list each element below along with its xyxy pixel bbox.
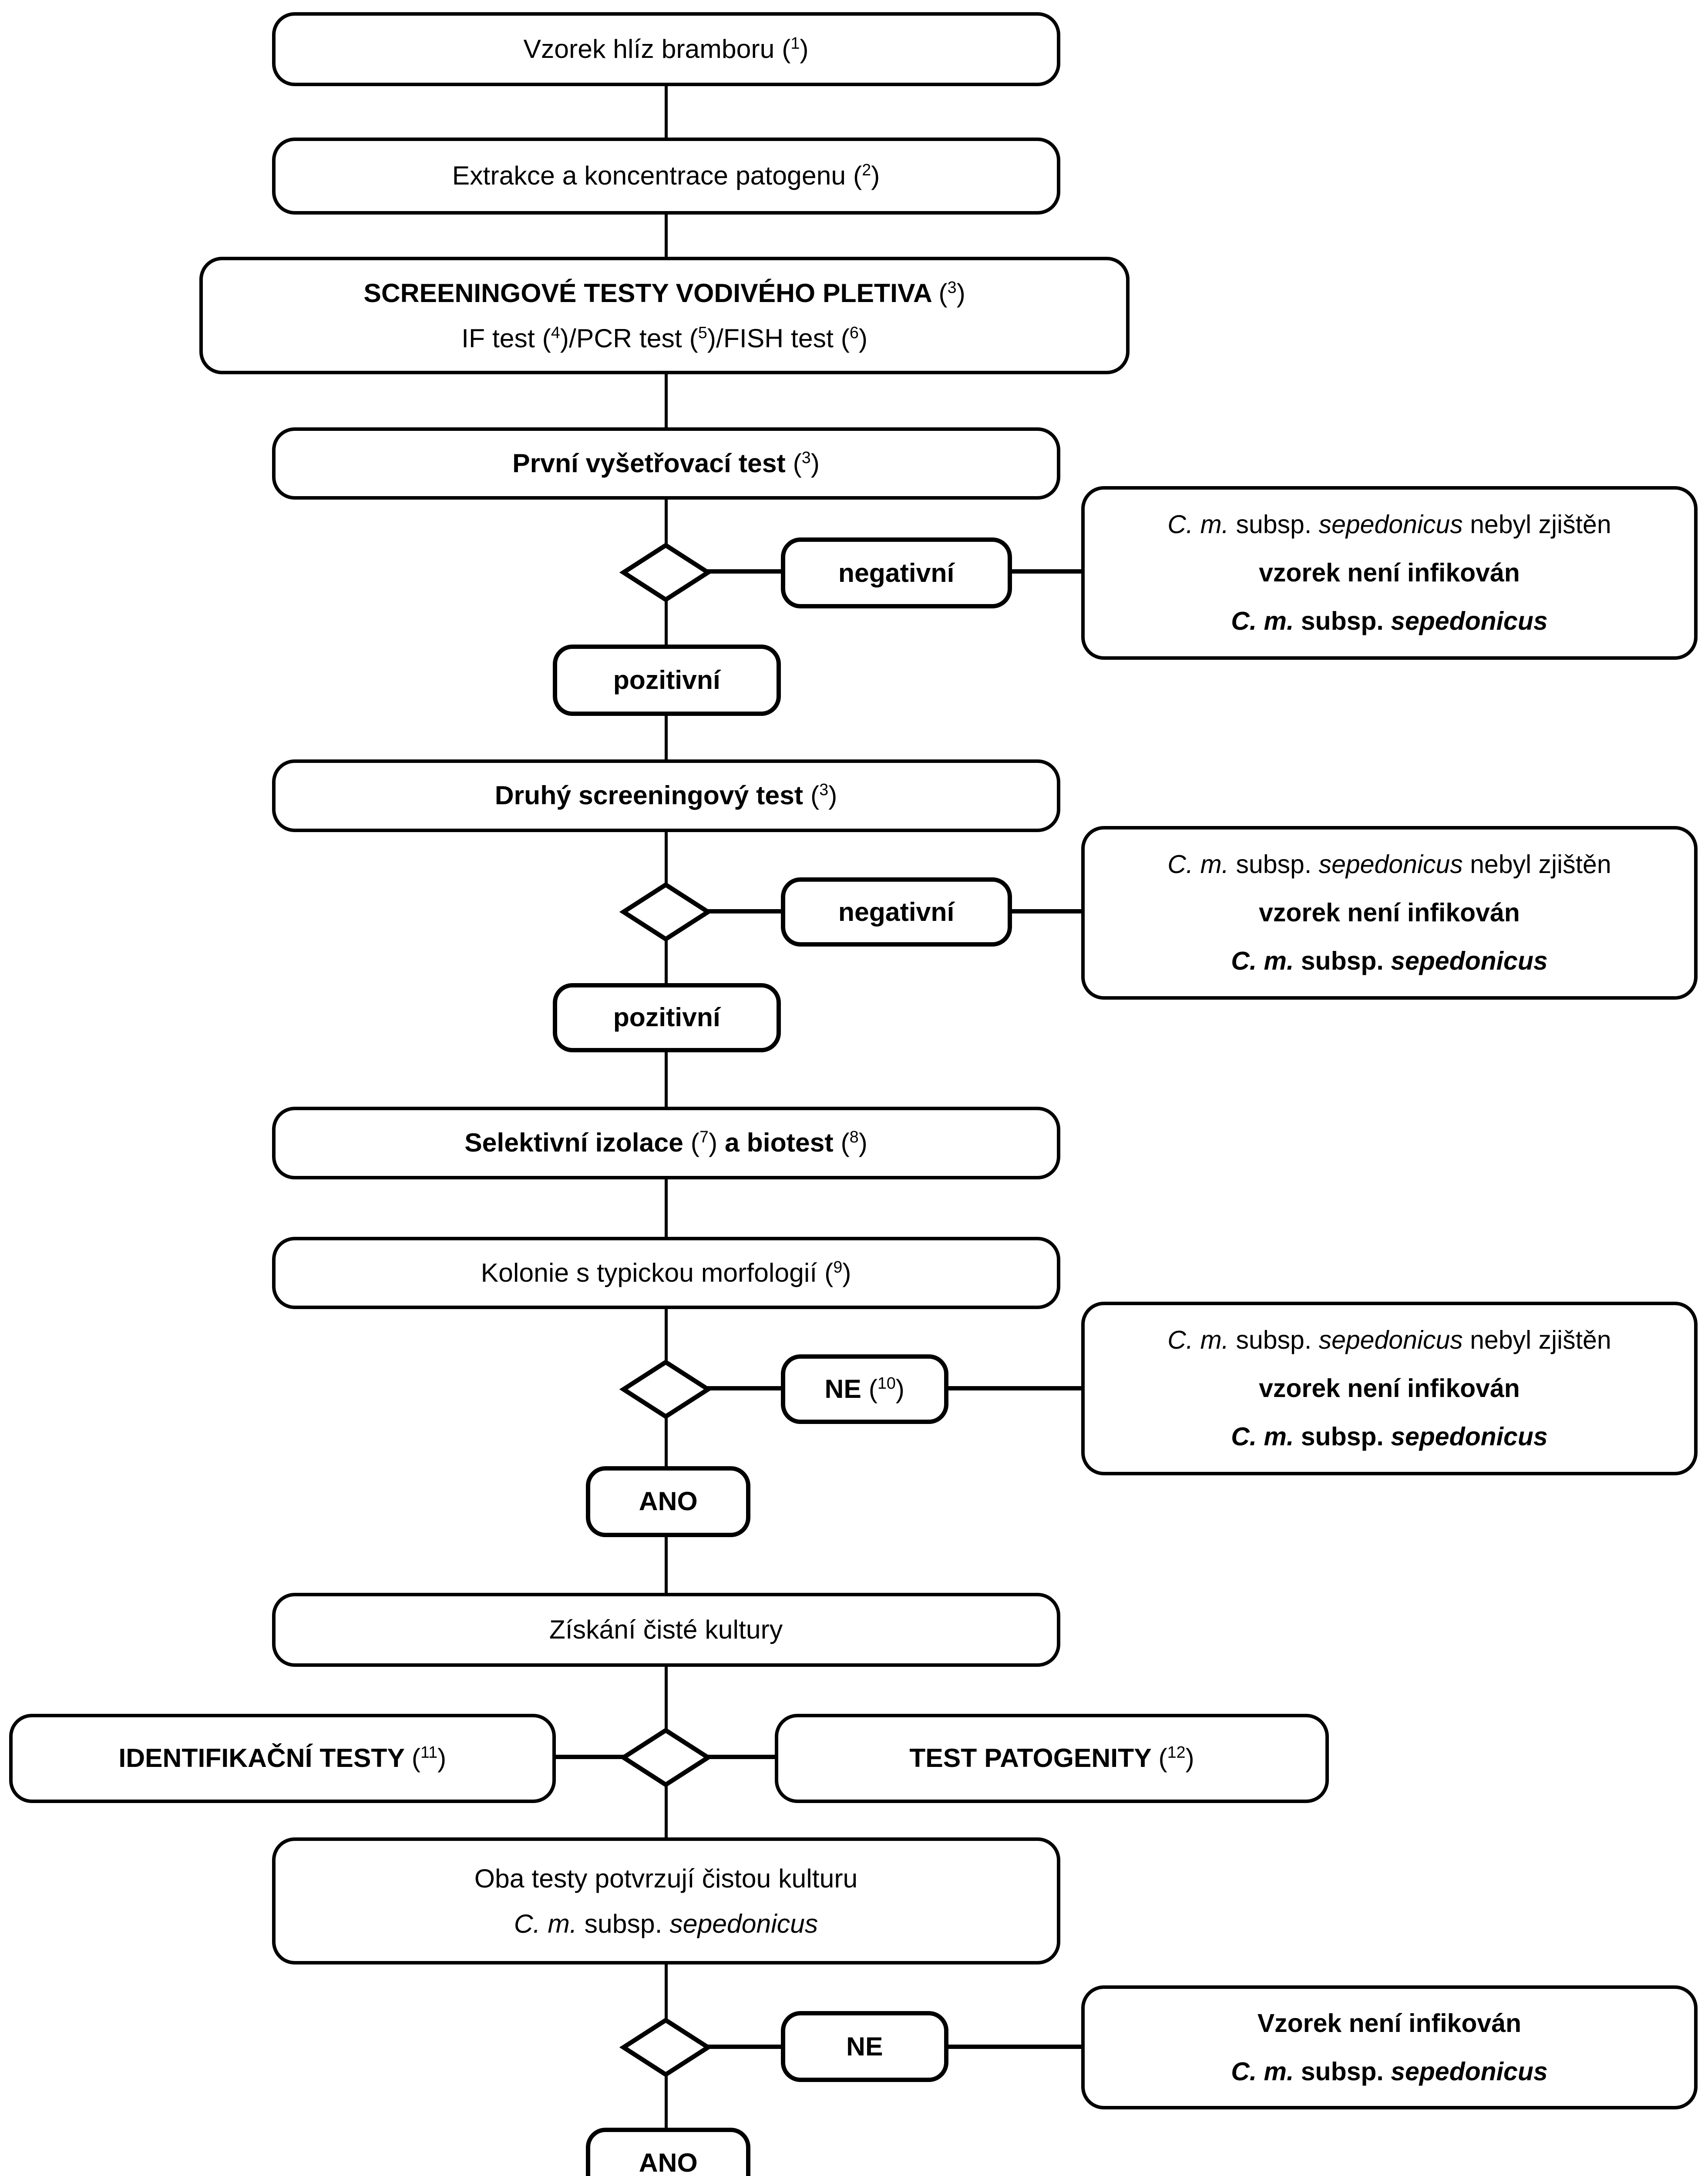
connector-line bbox=[664, 832, 668, 883]
result-box-not-infected: Vzorek není infikován C. m. subsp. seped… bbox=[1081, 1985, 1698, 2109]
connector-line bbox=[664, 1537, 668, 1593]
connector-line bbox=[664, 2075, 668, 2128]
connector-line bbox=[664, 939, 668, 983]
connector-line bbox=[664, 715, 668, 760]
decision-diamond-both-tests bbox=[619, 2018, 713, 2078]
second-test-box: Druhý screeningový test (3) bbox=[272, 759, 1060, 832]
positive-label-box-2: pozitivní bbox=[552, 983, 781, 1053]
pure-culture-box: Získání čisté kultury bbox=[272, 1593, 1060, 1667]
connector-line bbox=[948, 2044, 1082, 2049]
both-tests-confirm-box: Oba testy potvrzují čistou kulturu C. m.… bbox=[272, 1837, 1060, 1964]
connector-line bbox=[703, 2044, 781, 2049]
connector-line bbox=[664, 1667, 668, 1729]
yes-label-box-2: ANO bbox=[586, 2127, 751, 2176]
connector-line bbox=[1012, 909, 1082, 914]
connector-line bbox=[664, 599, 668, 645]
connector-line bbox=[703, 909, 781, 914]
connector-line bbox=[703, 1386, 781, 1391]
first-test-box: První vyšetřovací test (3) bbox=[272, 427, 1060, 500]
screening-tests-box: SCREENINGOVÉ TESTY VODIVÉHO PLETIVA (3) … bbox=[199, 256, 1130, 375]
connector-line bbox=[664, 1309, 668, 1360]
pathogenicity-test-box: TEST PATOGENITY (12) bbox=[774, 1713, 1329, 1803]
no-label-box-colonies: NE (10) bbox=[780, 1354, 948, 1424]
decision-diamond-second-test bbox=[619, 882, 713, 942]
connector-line bbox=[664, 1052, 668, 1107]
connector-line bbox=[706, 1754, 775, 1759]
connector-line bbox=[664, 214, 668, 257]
decision-diamond-colonies bbox=[619, 1359, 713, 1419]
negative-label-box-1: negativní bbox=[780, 537, 1012, 609]
extraction-box: Extrakce a koncentrace patogenu (2) bbox=[272, 137, 1060, 215]
connector-line bbox=[664, 1416, 668, 1466]
connector-line bbox=[555, 1754, 625, 1759]
negative-label-box-2: negativní bbox=[780, 877, 1012, 947]
selective-isolation-box: Selektivní izolace (7) a biotest (8) bbox=[272, 1107, 1060, 1179]
connector-line bbox=[664, 374, 668, 427]
result-box-not-detected-2: C. m. subsp. sepedonicus nebyl zjištěn v… bbox=[1081, 826, 1698, 1000]
connector-line bbox=[948, 1386, 1082, 1391]
connector-line bbox=[664, 1964, 668, 2019]
sample-box: Vzorek hlíz bramboru (1) bbox=[272, 12, 1060, 86]
connector-line bbox=[664, 86, 668, 138]
connector-line bbox=[664, 1783, 668, 1838]
result-box-not-detected-3: C. m. subsp. sepedonicus nebyl zjištěn v… bbox=[1081, 1301, 1698, 1475]
no-label-box-final: NE bbox=[780, 2011, 948, 2082]
decision-diamond-split-tests bbox=[619, 1727, 713, 1788]
connector-line bbox=[703, 569, 781, 574]
colonies-box: Kolonie s typickou morfologií (9) bbox=[272, 1236, 1060, 1310]
yes-label-box-1: ANO bbox=[586, 1466, 751, 1537]
connector-line bbox=[1012, 569, 1082, 574]
identification-tests-box: IDENTIFIKAČNÍ TESTY (11) bbox=[9, 1713, 556, 1803]
connector-line bbox=[664, 500, 668, 545]
result-box-not-detected-1: C. m. subsp. sepedonicus nebyl zjištěn v… bbox=[1081, 486, 1698, 660]
positive-label-box-1: pozitivní bbox=[552, 645, 781, 716]
connector-line bbox=[664, 1179, 668, 1237]
decision-diamond-first-test bbox=[619, 542, 713, 602]
